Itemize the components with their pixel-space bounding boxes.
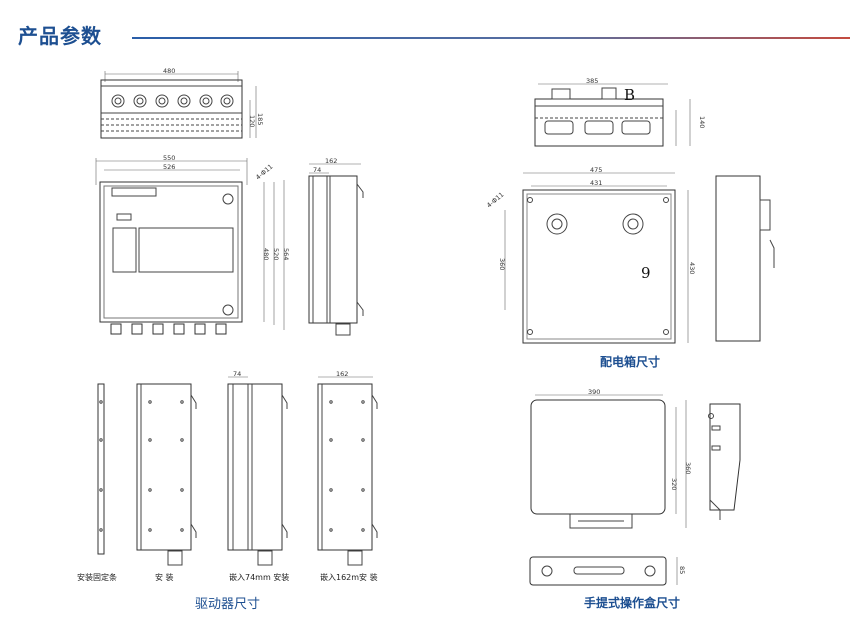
caption-handheld: 手提式操作盒尺寸 xyxy=(584,595,680,610)
dim-driver-front-w2: 526 xyxy=(163,163,175,171)
handheld-front-view xyxy=(530,394,687,529)
dim-driver-front-h3: 564 xyxy=(282,248,290,260)
dim-handheld-width: 390 xyxy=(588,388,600,396)
driver-top-view xyxy=(100,71,257,139)
dim-driver-embed162: 162 xyxy=(336,370,348,378)
dim-driver-top-h2: 185 xyxy=(256,113,264,125)
page-title: 产品参数 xyxy=(18,24,102,48)
driver-side-view xyxy=(308,163,364,336)
caption-driver: 驱动器尺寸 xyxy=(195,597,260,612)
dim-driver-side-w2: 74 xyxy=(313,166,321,174)
dim-driver-front-h1: 480 xyxy=(262,248,270,260)
driver-install-views xyxy=(97,376,378,566)
dist-box-side-view xyxy=(715,175,775,342)
dim-dist-front-h-left: 360 xyxy=(498,258,506,270)
dim-dist-hole: 4-Φ11 xyxy=(485,191,505,210)
dim-dist-top-width: 385 xyxy=(586,77,598,85)
label-fixing-strip: 安装固定条 xyxy=(77,572,117,582)
dim-driver-top-h1: 120 xyxy=(248,115,256,127)
dist-box-front-view xyxy=(504,172,689,344)
driver-front-view xyxy=(95,158,285,335)
header-rule xyxy=(132,37,850,39)
label-embed-74: 嵌入74mm 安装 xyxy=(229,572,289,582)
label-surface-mount: 安 装 xyxy=(155,572,174,582)
dist-marker: 9 xyxy=(641,264,651,282)
dist-top-label: B xyxy=(624,86,635,104)
dim-handheld-h1: 320 xyxy=(670,478,678,490)
dim-driver-embed74: 74 xyxy=(233,370,241,378)
dim-driver-front-w1: 550 xyxy=(163,154,175,162)
dist-box-top-view xyxy=(534,83,691,147)
dim-dist-top-h: 140 xyxy=(698,116,706,128)
dim-dist-front-w: 431 xyxy=(590,179,602,187)
dim-driver-side-w: 162 xyxy=(325,157,337,165)
handheld-bottom-view xyxy=(529,556,678,586)
dim-driver-top-width: 480 xyxy=(163,67,175,75)
dim-handheld-bottom-h: 85 xyxy=(678,566,686,574)
label-embed-162: 嵌入162m安 装 xyxy=(320,572,378,582)
dim-driver-front-h2: 520 xyxy=(272,248,280,260)
handheld-side-view xyxy=(708,403,741,520)
caption-dist-box: 配电箱尺寸 xyxy=(600,354,660,369)
dim-dist-front-w-outer: 475 xyxy=(590,166,602,174)
header: 产品参数 xyxy=(0,0,852,60)
dim-dist-front-h-right: 430 xyxy=(688,262,696,274)
dim-driver-hole: 4-Φ11 xyxy=(254,163,274,182)
dim-handheld-h2: 360 xyxy=(684,462,692,474)
